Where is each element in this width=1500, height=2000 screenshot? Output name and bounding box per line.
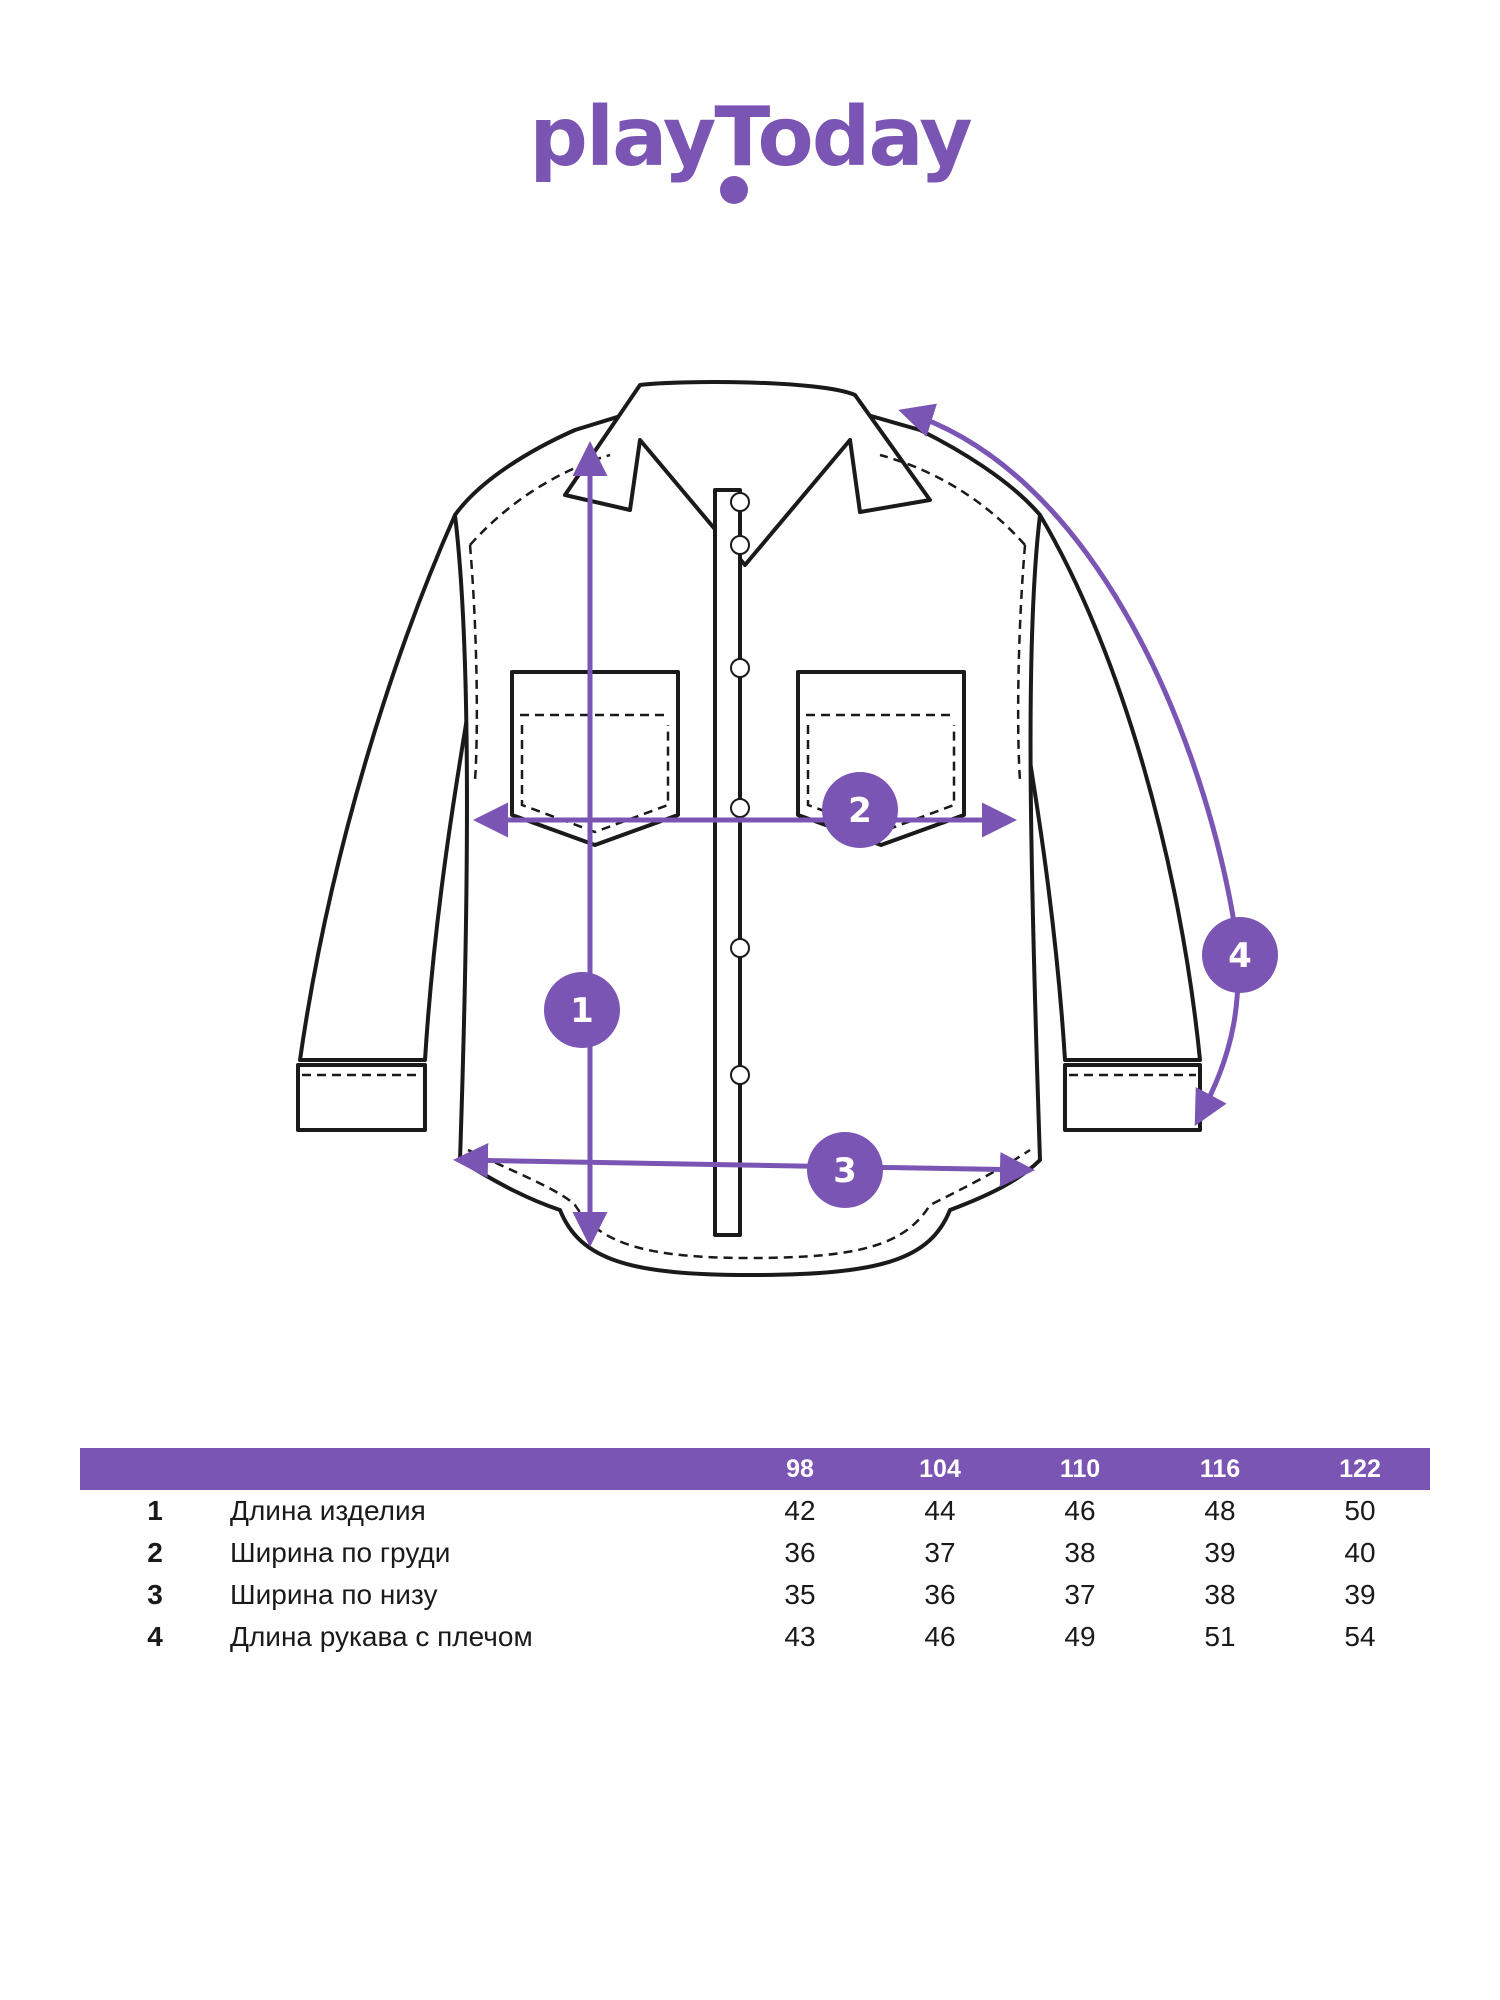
row-value: 44 xyxy=(924,1495,956,1526)
size-table: 98 104 110 116 122 1 Длина изделия 42 44… xyxy=(80,1448,1430,1658)
svg-text:3: 3 xyxy=(833,1151,857,1191)
row-value: 35 xyxy=(784,1579,816,1610)
header-size: 98 xyxy=(786,1454,814,1483)
row-value: 42 xyxy=(784,1495,816,1526)
row-number: 1 xyxy=(147,1495,163,1526)
marker-4: 4 xyxy=(1202,917,1278,993)
row-number: 4 xyxy=(147,1621,163,1652)
header-size: 104 xyxy=(919,1454,961,1483)
row-value: 37 xyxy=(924,1537,956,1568)
row-value: 48 xyxy=(1204,1495,1236,1526)
row-value: 54 xyxy=(1344,1621,1376,1652)
row-number: 3 xyxy=(147,1579,163,1610)
svg-text:1: 1 xyxy=(570,991,594,1031)
marker-1: 1 xyxy=(544,972,620,1048)
row-value: 38 xyxy=(1064,1537,1096,1568)
row-value: 39 xyxy=(1344,1579,1376,1610)
row-value: 43 xyxy=(784,1621,816,1652)
marker-3: 3 xyxy=(807,1132,883,1208)
row-value: 39 xyxy=(1204,1537,1236,1568)
header-size: 122 xyxy=(1339,1454,1381,1483)
header-blank xyxy=(230,1448,730,1490)
row-value: 50 xyxy=(1344,1495,1376,1526)
row-value: 36 xyxy=(784,1537,816,1568)
table-row: 4 Длина рукава с плечом 43 46 49 51 54 xyxy=(80,1616,1430,1658)
marker-2: 2 xyxy=(822,772,898,848)
row-value: 46 xyxy=(924,1621,956,1652)
row-value: 38 xyxy=(1204,1579,1236,1610)
row-value: 37 xyxy=(1064,1579,1096,1610)
measure-lines xyxy=(453,403,1241,1247)
shirt-buttons xyxy=(730,492,750,1085)
row-measure-name: Ширина по груди xyxy=(230,1537,451,1568)
svg-text:2: 2 xyxy=(848,791,872,831)
row-number: 2 xyxy=(147,1537,163,1568)
row-value: 36 xyxy=(924,1579,956,1610)
size-table-header: 98 104 110 116 122 xyxy=(80,1448,1430,1490)
table-row: 3 Ширина по низу 35 36 37 38 39 xyxy=(80,1574,1430,1616)
brand-logo: playToday xyxy=(529,90,972,185)
row-value: 49 xyxy=(1064,1621,1096,1652)
row-measure-name: Ширина по низу xyxy=(230,1579,438,1610)
shirt-outline xyxy=(296,380,1202,1277)
row-measure-name: Длина рукава с плечом xyxy=(230,1621,533,1652)
shirt-diagram: 1 2 3 4 xyxy=(296,380,1278,1277)
header-size: 116 xyxy=(1199,1454,1241,1483)
header-blank xyxy=(80,1448,230,1490)
table-row: 2 Ширина по груди 36 37 38 39 40 xyxy=(80,1532,1430,1574)
row-value: 46 xyxy=(1064,1495,1096,1526)
row-value: 40 xyxy=(1344,1537,1376,1568)
table-row: 1 Длина изделия 42 44 46 48 50 xyxy=(80,1490,1430,1532)
brand-logo-dot xyxy=(720,176,748,204)
row-measure-name: Длина изделия xyxy=(230,1495,426,1526)
row-value: 51 xyxy=(1204,1621,1236,1652)
svg-text:4: 4 xyxy=(1228,936,1252,976)
header-size: 110 xyxy=(1059,1454,1101,1483)
